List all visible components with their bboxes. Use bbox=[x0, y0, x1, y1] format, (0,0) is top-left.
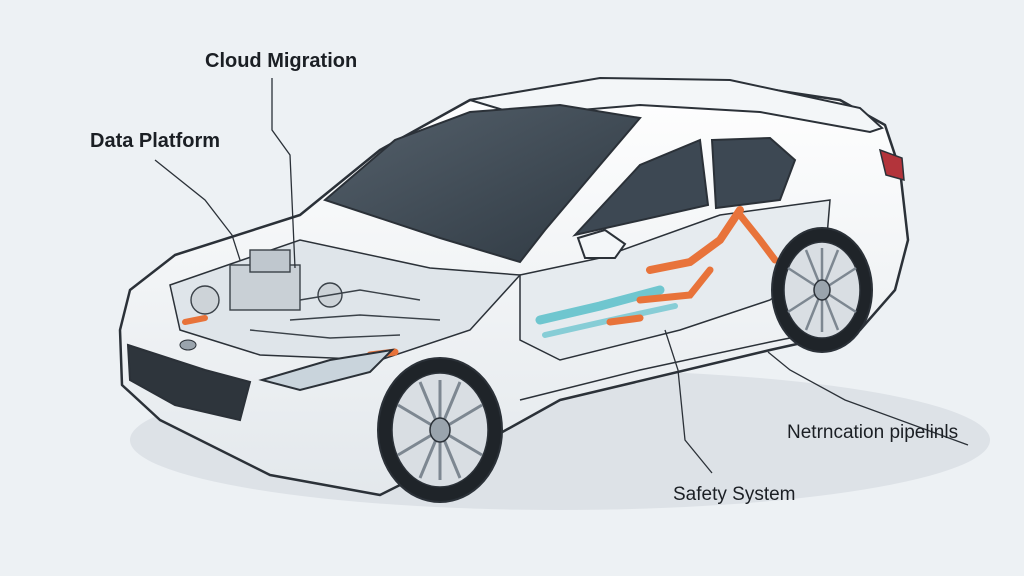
leader-data-platform bbox=[154, 159, 241, 261]
callout-leaders bbox=[154, 78, 969, 474]
windshield bbox=[323, 103, 642, 264]
leader-network-pipelines bbox=[767, 351, 969, 446]
badge-icon bbox=[179, 339, 197, 351]
front-wheel bbox=[377, 357, 503, 503]
callout-safety-system: Safety System bbox=[673, 484, 796, 505]
callout-cloud-migration: Cloud Migration bbox=[205, 50, 358, 72]
side-window-front bbox=[572, 138, 710, 237]
front-grille bbox=[126, 343, 252, 422]
tail-light bbox=[878, 148, 905, 182]
callout-data-platform: Data Platform bbox=[90, 130, 221, 152]
side-window-rear bbox=[710, 136, 797, 210]
rear-wheel bbox=[771, 227, 873, 353]
engine-components bbox=[190, 249, 441, 339]
headlight bbox=[258, 348, 395, 392]
side-mirror bbox=[576, 228, 627, 259]
leader-safety-system bbox=[664, 329, 713, 474]
leader-cloud-migration bbox=[271, 78, 296, 269]
callout-network-pipelines: Netrncation pipelinls bbox=[787, 422, 959, 443]
car-body bbox=[118, 78, 910, 497]
